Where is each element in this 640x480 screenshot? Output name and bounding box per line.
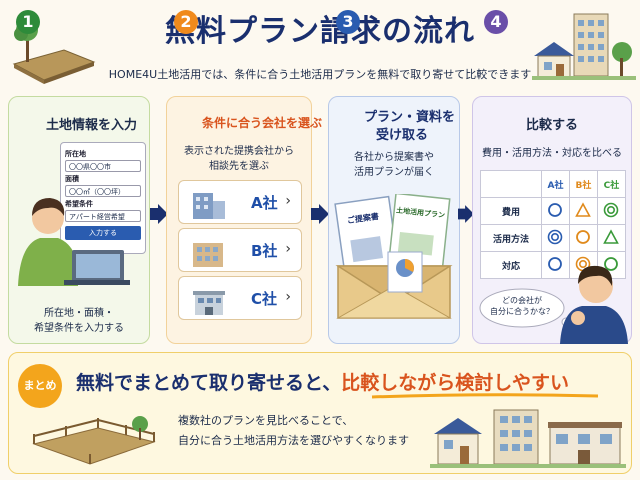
- rating-mark: [540, 224, 570, 252]
- rating-mark: [568, 224, 598, 252]
- double-circle-mark-icon: [604, 202, 619, 217]
- office-building-icon: [193, 291, 225, 315]
- comparison-table: A社 B社 C社 費用 活用方法 対応: [480, 170, 627, 279]
- underline-stroke: [371, 393, 599, 399]
- area-field[interactable]: 〇〇㎡（〇〇坪）: [65, 185, 141, 197]
- company-b-option[interactable]: B社 ›: [178, 228, 302, 272]
- step-1-title: 土地情報を入力: [46, 118, 138, 133]
- rating-mark: [596, 197, 627, 225]
- rating-mark: [540, 251, 570, 279]
- step-3-number: 3: [336, 10, 360, 34]
- envelope-with-documents-illustration: [334, 194, 453, 319]
- thinking-person-illustration: [560, 265, 628, 344]
- summary-headline-part1: 無料でまとめて取り寄せると、: [76, 372, 342, 394]
- step-4-title: 比較する: [526, 118, 579, 133]
- step-2-desc-line-2: 相談先を選ぶ: [209, 161, 269, 172]
- company-a-option[interactable]: A社 ›: [178, 180, 302, 224]
- column-header-a: A社: [540, 170, 570, 198]
- row-label-cost: 費用: [480, 197, 542, 225]
- step-1-number: 1: [16, 10, 40, 34]
- circle-mark-icon: [548, 202, 563, 217]
- step-2-number: 2: [174, 10, 198, 34]
- bubble-line-2: 自分に合うかな？: [490, 307, 554, 316]
- arrow-right-icon: [311, 204, 329, 224]
- office-building-icon: [193, 193, 225, 219]
- triangle-mark-icon: [603, 228, 620, 244]
- column-header-c: C社: [596, 170, 627, 198]
- fenced-lot-illustration: [32, 416, 156, 465]
- summary-line-1: 複数社のプランを見比べることで、: [178, 414, 354, 427]
- step-3-desc-line-1: 各社から提案書や: [354, 152, 434, 163]
- step-3-desc-line-2: 活用プランが届く: [354, 167, 434, 178]
- houses-and-apartments-illustration: [430, 409, 626, 468]
- circle-mark-icon: [576, 229, 591, 244]
- step-2-title: 条件に合う会社を選ぶ: [202, 116, 323, 130]
- step-3-title-line-1: プラン・資料を: [364, 110, 456, 125]
- circle-mark-icon: [604, 256, 619, 271]
- bubble-line-1: どの会社が: [502, 296, 542, 305]
- step-1-desc-line-2: 希望条件を入力する: [34, 323, 124, 334]
- office-building-icon: [193, 243, 223, 267]
- row-label-support: 対応: [480, 251, 542, 279]
- submit-button[interactable]: 入力する: [65, 226, 141, 240]
- page-subtitle: HOME4U土地活用では、条件に合う土地活用プランを無料で取り寄せて比較できます: [108, 68, 532, 81]
- person-with-laptop-illustration: [18, 198, 130, 286]
- step-1-desc-line-1: 所在地・面積・: [44, 308, 114, 319]
- step-3-title-line-2: 受け取る: [376, 128, 429, 143]
- land-info-form: 所在地 〇〇県〇〇市 面積 〇〇㎡（〇〇坪） 希望条件 アパート経営希望 入力す…: [60, 142, 146, 254]
- company-c-label: C社: [251, 290, 278, 308]
- location-field[interactable]: 〇〇県〇〇市: [65, 160, 141, 172]
- wish-label: 希望条件: [65, 200, 93, 208]
- row-label-usage: 活用方法: [480, 224, 542, 252]
- triangle-mark-icon: [575, 201, 592, 217]
- rating-mark: [540, 197, 570, 225]
- table-corner-cell: [480, 170, 542, 198]
- wish-field[interactable]: アパート経営希望: [65, 210, 141, 222]
- rating-mark: [596, 224, 627, 252]
- double-circle-mark-icon: [548, 229, 563, 244]
- step-4-desc: 費用・活用方法・対応を比べる: [482, 148, 622, 159]
- buildings-illustration: [532, 13, 636, 80]
- step-4-number: 4: [484, 10, 508, 34]
- arrow-right-icon: [150, 204, 168, 224]
- company-b-label: B社: [251, 242, 278, 260]
- area-label: 面積: [65, 175, 79, 183]
- chevron-right-icon: ›: [285, 289, 291, 305]
- company-a-label: A社: [251, 194, 278, 212]
- vacant-lot-illustration: [12, 19, 96, 84]
- summary-badge: まとめ: [18, 364, 62, 408]
- table-row: 費用: [480, 197, 627, 225]
- circle-mark-icon: [548, 256, 563, 271]
- chevron-right-icon: ›: [285, 241, 291, 257]
- rating-mark: [568, 197, 598, 225]
- arrow-right-icon: [458, 205, 474, 223]
- summary-headline: 無料でまとめて取り寄せると、比較しながら検討しやすい: [76, 368, 569, 395]
- summary-headline-highlight: 比較しながら検討しやすい: [341, 372, 570, 394]
- column-header-b: B社: [568, 170, 598, 198]
- page-title: 無料プラン請求の流れ: [165, 14, 475, 49]
- summary-line-2: 自分に合う土地活用方法を選びやすくなります: [178, 434, 409, 447]
- chevron-right-icon: ›: [285, 193, 291, 209]
- company-c-option[interactable]: C社 ›: [178, 276, 302, 320]
- location-label: 所在地: [65, 150, 86, 158]
- step-2-desc-line-1: 表示された提携会社から: [184, 146, 294, 157]
- table-header-row: A社 B社 C社: [480, 170, 627, 198]
- table-row: 活用方法: [480, 224, 627, 252]
